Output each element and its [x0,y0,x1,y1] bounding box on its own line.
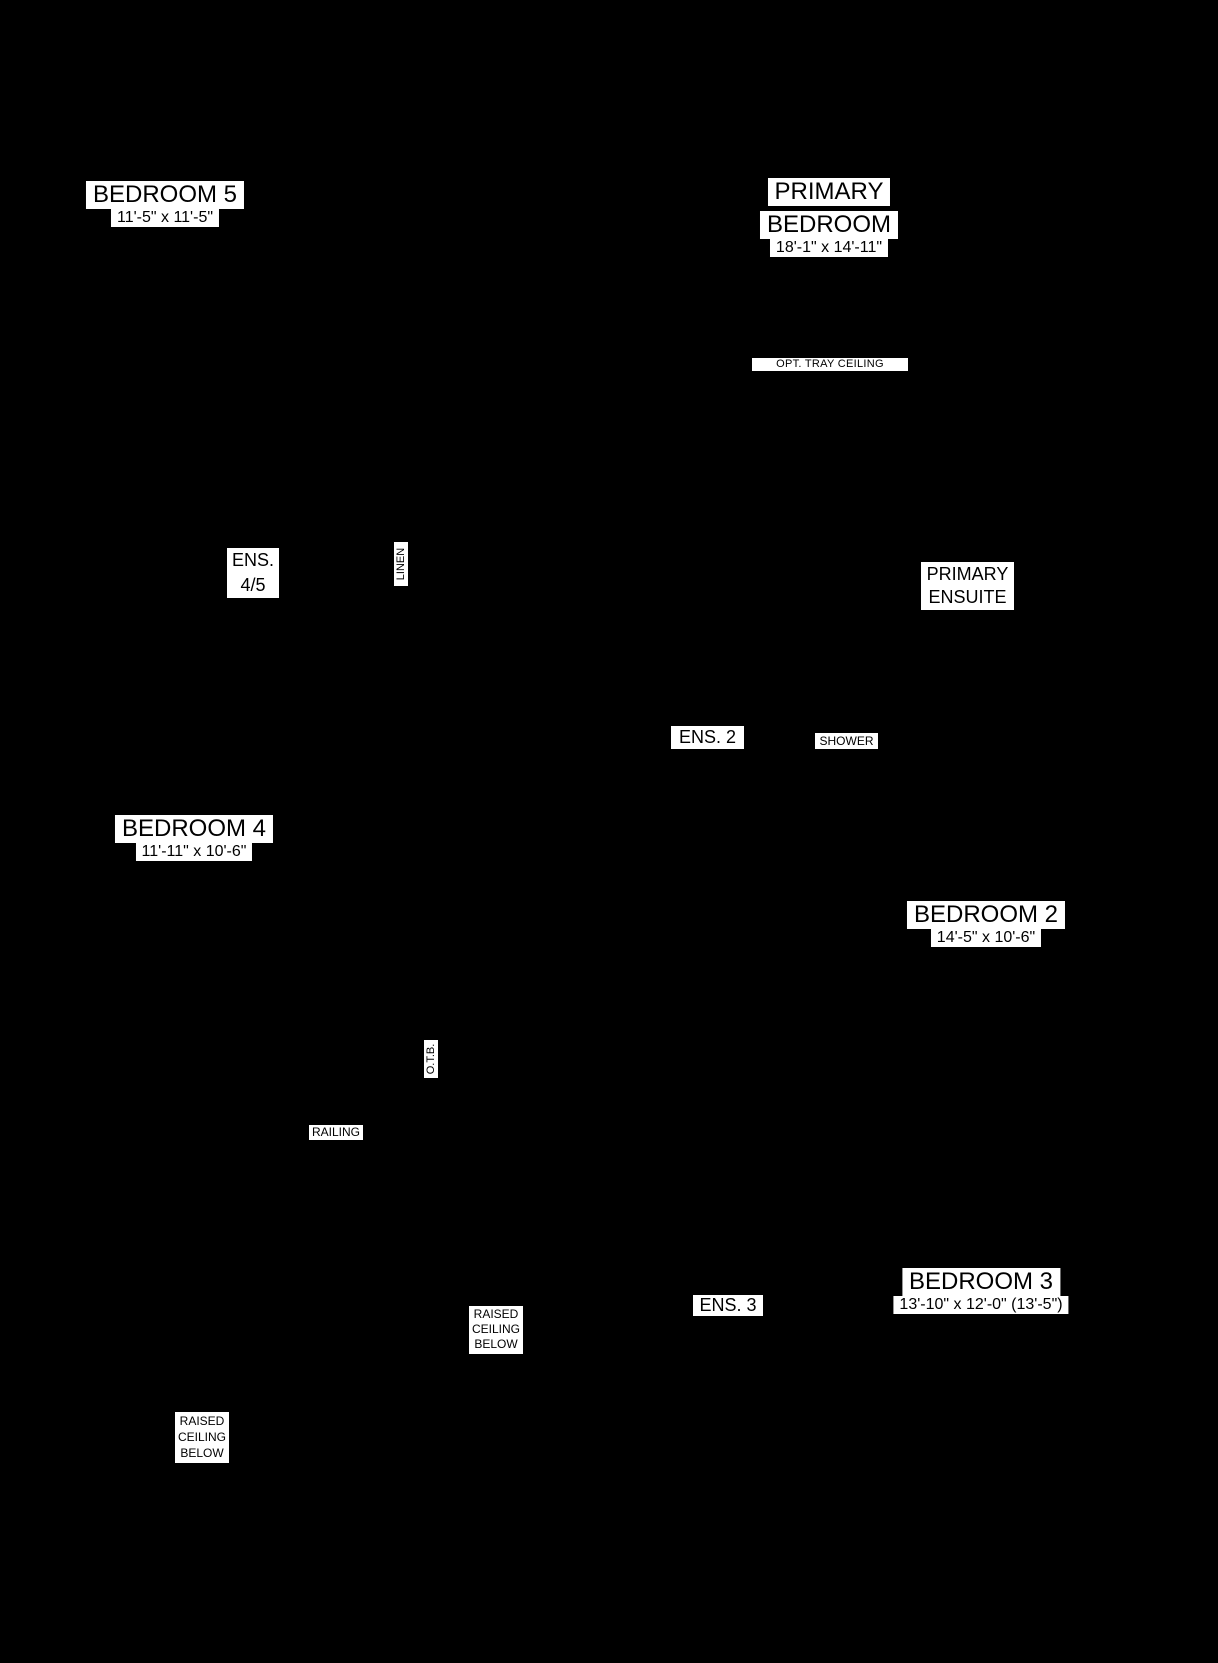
annotation-raised-ceiling-upper-line2: CEILING [471,1322,520,1336]
room-label-bedroom-5: BEDROOM 5 11'-5" x 11'-5" [85,181,245,227]
room-label-bedroom-2: BEDROOM 2 14'-5" x 10'-6" [906,901,1066,947]
room-name-primary-bedroom-line1: PRIMARY [767,178,891,206]
annotation-opt-tray-ceiling: OPT. TRAY CEILING [752,358,908,371]
room-name-bedroom-2: BEDROOM 2 [906,901,1066,929]
room-label-ensuite-4-5-line1: ENS. [231,550,274,570]
annotation-raised-ceiling-lower-line1: RAISED [179,1414,225,1428]
room-name-primary-bedroom-line2: BEDROOM [759,211,899,239]
room-label-primary-ensuite: PRIMARY ENSUITE [921,562,1014,610]
room-name-bedroom-4: BEDROOM 4 [114,815,274,843]
annotation-otb: O.T.B. [424,1040,438,1078]
room-label-ensuite-4-5: ENS. 4/5 [227,548,279,598]
annotation-raised-ceiling-lower-line2: CEILING [177,1430,226,1444]
room-label-ensuite-4-5-line2: 4/5 [240,575,266,595]
room-label-primary-ensuite-line2: ENSUITE [928,587,1007,607]
annotation-shower: SHOWER [815,733,878,749]
annotation-railing: RAILING [309,1125,363,1140]
room-name-bedroom-3: BEDROOM 3 [901,1268,1061,1296]
annotation-raised-ceiling-lower: RAISED CEILING BELOW [175,1412,229,1463]
room-dims-primary-bedroom: 18'-1" x 14'-11" [769,239,889,257]
room-label-ensuite-2: ENS. 2 [671,726,744,749]
annotation-raised-ceiling-lower-line3: BELOW [180,1446,224,1460]
room-dims-bedroom-2: 14'-5" x 10'-6" [930,929,1042,947]
room-dims-bedroom-5: 11'-5" x 11'-5" [110,209,220,227]
annotation-linen: LINEN [394,542,408,586]
room-label-bedroom-4: BEDROOM 4 11'-11" x 10'-6" [114,815,274,861]
room-dims-bedroom-4: 11'-11" x 10'-6" [135,843,253,861]
room-label-primary-ensuite-line1: PRIMARY [926,564,1009,584]
room-name-bedroom-5: BEDROOM 5 [85,181,245,209]
room-label-primary-bedroom: PRIMARY BEDROOM 18'-1" x 14'-11" [759,178,899,257]
annotation-raised-ceiling-upper-line1: RAISED [473,1307,519,1321]
room-label-bedroom-3: BEDROOM 3 13'-10" x 12'-0" (13'-5") [893,1268,1069,1314]
room-label-ensuite-3: ENS. 3 [693,1295,763,1316]
annotation-raised-ceiling-upper: RAISED CEILING BELOW [469,1306,523,1354]
room-dims-bedroom-3: 13'-10" x 12'-0" (13'-5") [893,1296,1069,1314]
annotation-raised-ceiling-upper-line3: BELOW [474,1337,518,1351]
